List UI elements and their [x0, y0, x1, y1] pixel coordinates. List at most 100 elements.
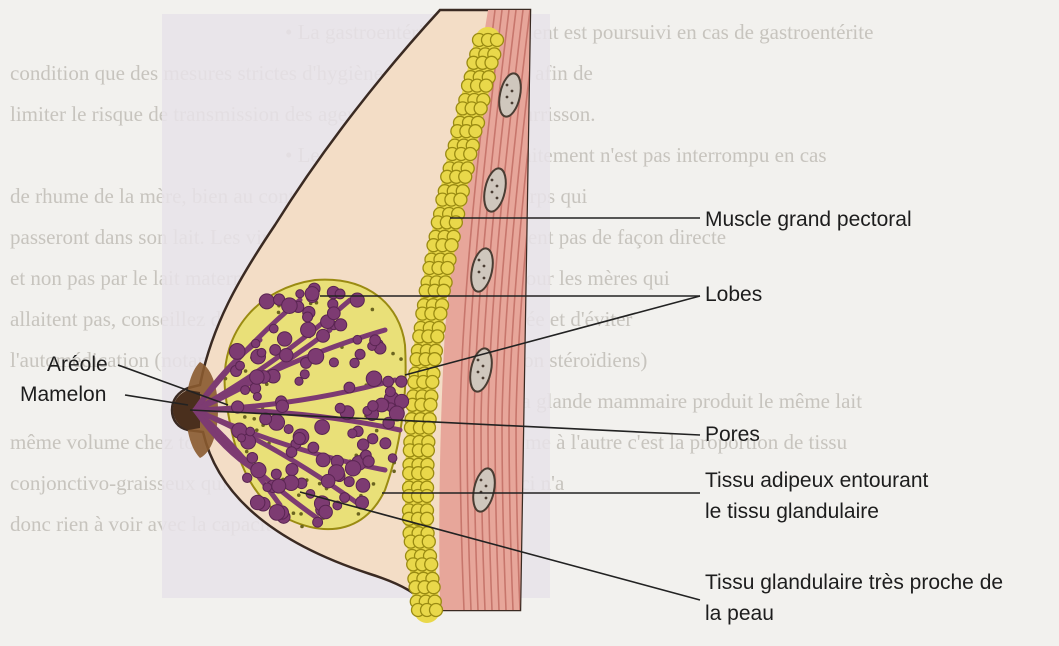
gland-lobule [232, 401, 244, 413]
fat-lobule [491, 34, 504, 47]
gland-lobule [259, 294, 274, 309]
fat-lobule [422, 535, 435, 548]
gland-lobule [276, 400, 289, 413]
gland-lobule [317, 329, 330, 342]
label-pores: Pores [705, 420, 760, 450]
gland-lobule [350, 358, 359, 367]
fat-lobule [485, 56, 498, 69]
rib-texture [485, 485, 488, 488]
gland-lobule [250, 495, 265, 510]
adipose-speckle [252, 417, 256, 421]
adipose-speckle [375, 429, 379, 433]
gland-lobule [383, 376, 394, 387]
label-areole: Aréole [47, 350, 108, 380]
adipose-speckle [300, 525, 304, 529]
gland-lobule [353, 335, 362, 344]
gland-lobule [247, 452, 258, 463]
fat-lobule [464, 148, 477, 161]
label-lobes: Lobes [705, 280, 762, 310]
rib-texture [483, 277, 486, 280]
gland-lobule [263, 483, 272, 492]
gland-lobule [282, 298, 298, 314]
fat-lobule [421, 444, 434, 457]
gland-lobule [269, 505, 285, 521]
label-muscle-grand-pectoral: Muscle grand pectoral [705, 205, 912, 235]
gland-lobule [295, 377, 303, 385]
gland-lobule [345, 461, 360, 476]
gland-lobule [301, 322, 316, 337]
gland-lobule [296, 290, 304, 298]
gland-lobule [344, 477, 354, 487]
gland-lobule [270, 345, 281, 356]
gland-lobule [253, 393, 261, 401]
gland-lobule [316, 453, 330, 467]
fat-lobule [480, 79, 493, 92]
rib-texture [496, 185, 499, 188]
gland-lobule [368, 434, 378, 444]
adipose-speckle [244, 369, 248, 373]
rib-texture [483, 265, 486, 268]
gland-lobule [229, 344, 245, 360]
fat-lobule [427, 581, 440, 594]
gland-lobule [363, 456, 374, 467]
gland-lobule [271, 469, 281, 479]
gland-lobule [300, 370, 309, 379]
fat-lobule [454, 193, 467, 206]
gland-lobule [340, 493, 350, 503]
label-mamelon: Mamelon [20, 380, 106, 410]
adipose-speckle [371, 308, 375, 312]
fat-lobule [469, 125, 482, 138]
gland-lobule [319, 505, 333, 519]
label-tissu-adipeux-line2: le tissu glandulaire [705, 497, 879, 527]
gland-lobule [303, 312, 313, 322]
adipose-speckle [292, 511, 296, 515]
gland-lobule [327, 307, 340, 320]
rib-texture [511, 102, 514, 105]
label-tissu-glandulaire-line1: Tissu glandulaire très proche de [705, 568, 1003, 598]
fat-lobule [421, 512, 434, 525]
gland-lobule [286, 447, 297, 458]
gland-lobule [308, 442, 319, 453]
adipose-speckle [299, 512, 303, 516]
gland-lobule [329, 358, 338, 367]
gland-lobule [308, 348, 324, 364]
gland-lobule [280, 348, 293, 361]
fat-lobule [421, 467, 434, 480]
gland-lobule [257, 348, 266, 357]
gland-lobule [246, 427, 255, 436]
gland-lobule [368, 401, 379, 412]
fat-lobule [459, 170, 472, 183]
gland-lobule [335, 319, 347, 331]
rib-texture [482, 377, 485, 380]
gland-lobule [236, 361, 245, 370]
fat-lobule [422, 421, 435, 434]
adipose-speckle [243, 415, 247, 419]
gland-lobule [355, 349, 365, 359]
adipose-speckle [392, 469, 396, 473]
fat-lobule [424, 398, 437, 411]
gland-lobule [380, 438, 391, 449]
fat-lobule [431, 330, 444, 343]
adipose-speckle [399, 357, 403, 361]
gland-lobule [385, 387, 395, 397]
rib-texture [496, 197, 499, 200]
gland-lobule [348, 429, 357, 438]
gland-lobule [269, 324, 278, 333]
gland-lobule [350, 293, 364, 307]
rib-texture [506, 96, 509, 99]
gland-lobule [313, 517, 323, 527]
rib-texture [480, 479, 483, 482]
rib-texture [477, 359, 480, 362]
label-tissu-glandulaire-line2: la peau [705, 599, 774, 629]
gland-lobule [370, 335, 381, 346]
adipose-speckle [357, 512, 361, 516]
fat-lobule [428, 353, 441, 366]
gland-lobule [335, 289, 345, 299]
gland-lobule [243, 473, 252, 482]
gland-lobule [277, 332, 291, 346]
gland-lobule [366, 371, 382, 387]
rib-texture [491, 179, 494, 182]
adipose-speckle [245, 450, 249, 454]
gland-lobule [335, 403, 345, 413]
rib-texture [506, 84, 509, 87]
